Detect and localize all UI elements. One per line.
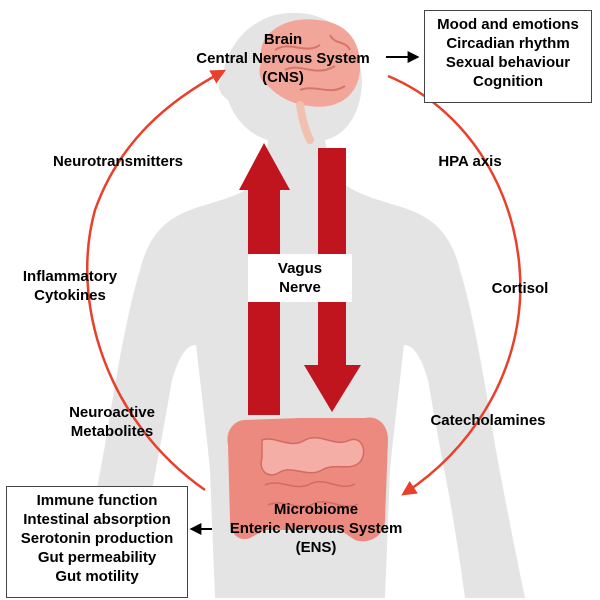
neuroactive-metabolites-label: Neuroactive Metabolites (50, 403, 174, 441)
brain-label-line1: Brain (263, 31, 303, 48)
gut-label-line2: Enteric Nervous System (229, 520, 403, 537)
neurotransmitters-label: Neurotransmitters (52, 153, 184, 170)
brain-effect-item: Circadian rhythm (446, 35, 570, 52)
gut-effect-item: Serotonin production (20, 530, 174, 547)
gut-effects-box: Immune function Intestinal absorption Se… (6, 486, 188, 598)
cytokines-line1: Inflammatory (22, 268, 118, 285)
brain-effect-item: Sexual behaviour (445, 54, 571, 71)
gut-label-line1: Microbiome (273, 501, 359, 518)
cycle-arrow-right (387, 74, 522, 496)
brain-label-line2: Central Nervous System (196, 50, 370, 67)
vagus-line2: Nerve (279, 279, 321, 296)
gut-label: Microbiome Enteric Nervous System (ENS) (214, 500, 418, 557)
gut-effect-item: Intestinal absorption (23, 511, 171, 528)
brain-illustration (259, 19, 361, 144)
cortisol-label: Cortisol (491, 280, 549, 297)
hpa-axis-label: HPA axis (438, 153, 502, 170)
brain-effects-box: Mood and emotions Circadian rhythm Sexua… (424, 10, 592, 103)
gut-effect-item: Gut motility (55, 568, 139, 585)
metabolites-line1: Neuroactive (69, 404, 155, 421)
brain-label-line3: (CNS) (262, 69, 304, 86)
inflammatory-cytokines-label: Inflammatory Cytokines (8, 267, 132, 305)
intestine-illustration (227, 417, 388, 542)
brain-label: Brain Central Nervous System (CNS) (180, 30, 386, 87)
body-silhouette (75, 12, 525, 598)
vagus-line1: Vagus (277, 260, 323, 277)
brain-effect-item: Cognition (473, 73, 543, 90)
vagus-nerve-label: Vagus Nerve (248, 254, 352, 302)
cytokines-line2: Cytokines (34, 287, 106, 304)
gut-label-line3: (ENS) (295, 539, 337, 556)
metabolites-line2: Metabolites (70, 423, 154, 440)
catecholamines-label: Catecholamines (430, 412, 546, 429)
gut-effect-item: Immune function (36, 492, 158, 509)
brain-effect-item: Mood and emotions (437, 16, 579, 33)
cycle-arrow-left (85, 69, 226, 492)
gut-effect-item: Gut permeability (37, 549, 157, 566)
